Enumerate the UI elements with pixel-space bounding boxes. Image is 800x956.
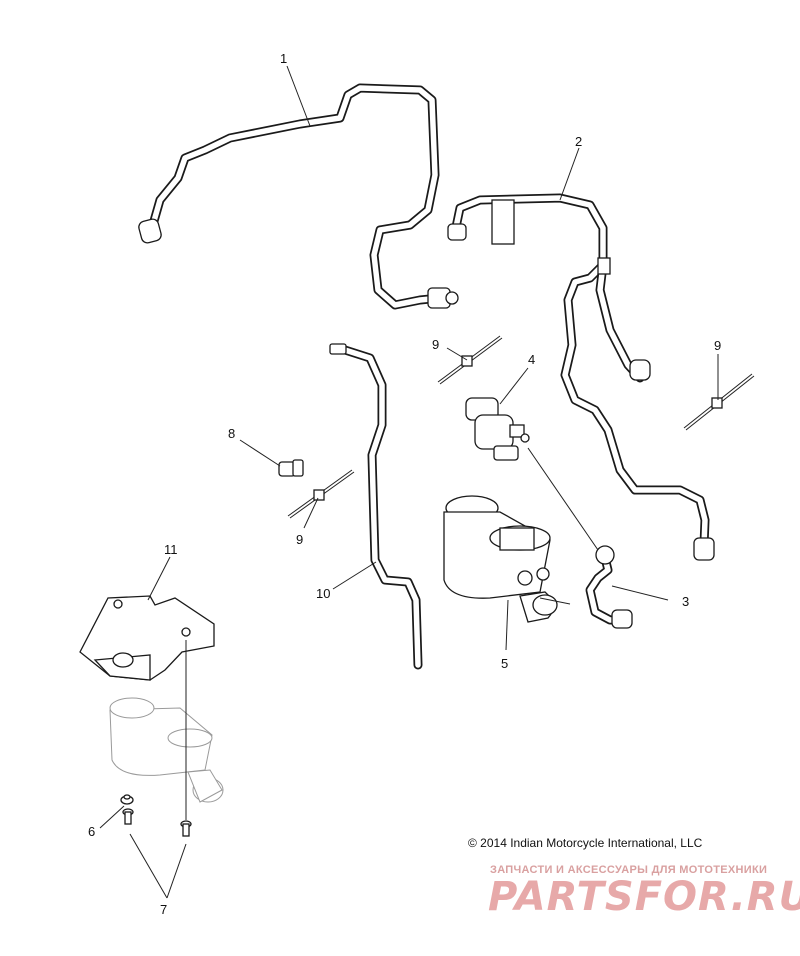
cable-tie-9-b	[287, 469, 355, 519]
callout-1: 1	[280, 51, 287, 66]
callout-10: 10	[316, 586, 330, 601]
hose-3	[585, 545, 633, 629]
copyright-notice: © 2014 Indian Motorcycle International, …	[468, 836, 703, 850]
cable-tie-9-a	[437, 335, 503, 385]
callout-11: 11	[164, 542, 178, 557]
callout-9-a: 9	[432, 337, 439, 352]
cable-tie-9-c	[683, 373, 755, 431]
hose-1	[138, 83, 459, 310]
callout-8: 8	[228, 426, 235, 441]
callout-7: 7	[160, 902, 167, 917]
callout-9-c: 9	[714, 338, 721, 353]
callout-6: 6	[88, 824, 95, 839]
hose-2	[447, 193, 715, 561]
screw-7-a	[122, 808, 134, 825]
nut-6	[120, 794, 134, 805]
callout-5: 5	[501, 656, 508, 671]
callout-2: 2	[575, 134, 582, 149]
callout-3: 3	[682, 594, 689, 609]
watermark-logo: PARTSFOR.RU	[488, 874, 800, 920]
evap-canister-5	[443, 495, 571, 623]
watermark-tagline: ЗАПЧАСТИ И АКСЕССУАРЫ ДЛЯ МОТОТЕХНИКИ	[490, 864, 768, 876]
purge-valve-4	[465, 397, 599, 551]
hose-10	[329, 343, 423, 670]
fitting-8	[278, 459, 304, 477]
callout-9-b: 9	[296, 532, 303, 547]
bracket-11	[79, 595, 224, 820]
callout-4: 4	[528, 352, 535, 367]
screw-7-b	[180, 820, 192, 837]
leader-lines	[99, 65, 719, 899]
